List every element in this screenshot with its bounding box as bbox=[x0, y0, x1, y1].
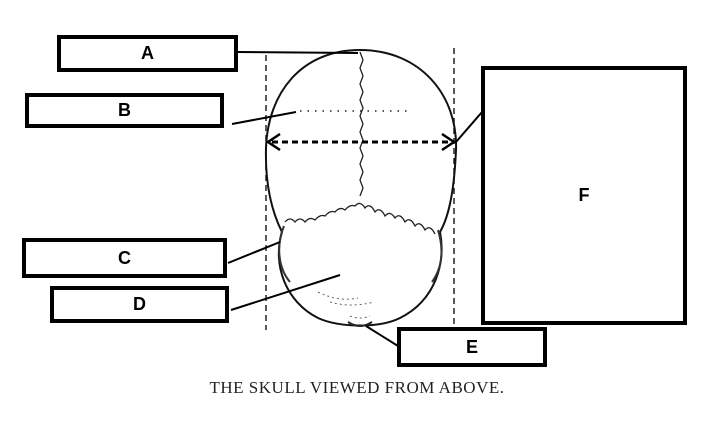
occipital-protuberance bbox=[347, 321, 373, 327]
label-box-b[interactable]: B bbox=[25, 93, 224, 128]
leader-line-b bbox=[231, 111, 297, 125]
label-box-d[interactable]: D bbox=[50, 286, 229, 323]
leader-line-f bbox=[455, 111, 483, 143]
skull-outline bbox=[264, 48, 458, 327]
leader-line-c bbox=[227, 241, 281, 264]
leader-line-e bbox=[365, 325, 399, 347]
label-box-e[interactable]: E bbox=[397, 327, 547, 367]
occipital-shading bbox=[317, 291, 375, 319]
lambdoid-suture bbox=[284, 202, 436, 235]
sagittal-suture bbox=[359, 51, 364, 197]
breadth-arrowhead-right bbox=[441, 132, 457, 152]
left-temporal-line bbox=[278, 225, 291, 283]
right-temporal-line bbox=[431, 229, 443, 283]
label-box-a[interactable]: A bbox=[57, 35, 238, 72]
label-box-c[interactable]: C bbox=[22, 238, 227, 278]
figure-caption: THE SKULL VIEWED FROM ABOVE. bbox=[209, 378, 505, 397]
label-box-f[interactable]: F bbox=[481, 66, 687, 325]
leader-line-d bbox=[230, 274, 341, 311]
leader-line-a bbox=[237, 51, 359, 54]
breadth-arrowhead-left bbox=[265, 132, 281, 152]
